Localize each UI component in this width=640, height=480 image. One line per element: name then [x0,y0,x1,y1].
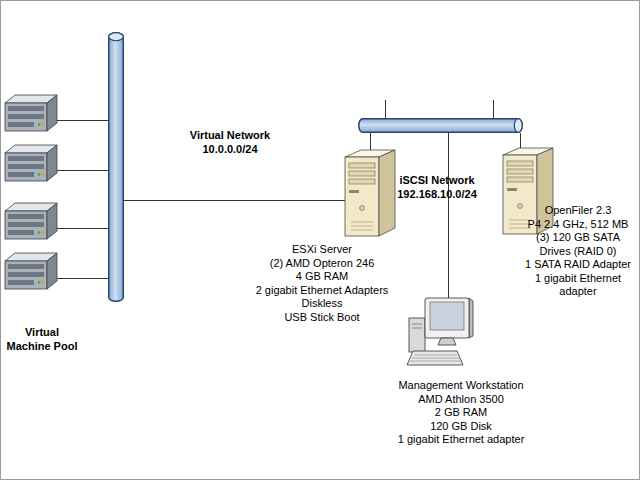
spec-line: 1 gigabit Ethernet adapter [381,433,541,447]
rack-server-icon [5,253,57,289]
rack-server-icon [5,95,57,131]
spec-line: 1 gigabit Ethernet adapter [521,272,635,299]
pipe-body [109,33,124,302]
spec-line: Management Workstation [381,379,541,393]
pipe-shape [358,118,523,133]
network-link [370,133,371,150]
server-node: ESXi Server(2) AMD Opteron 2464 GB RAM2 … [345,150,395,236]
network-bus: iSCSI Network192.168.10.0/24 [358,118,523,133]
spec-line: USB Stick Boot [242,311,402,325]
network-label: 192.168.10.0/24 [377,188,497,202]
network-stub [493,100,494,119]
tower-server-icon [345,150,395,236]
network-link [448,133,449,298]
pipe-body [359,119,523,133]
spec-line: (3) 120 GB SATA Drives (RAID 0) [521,231,635,258]
text-group: ESXi Server(2) AMD Opteron 2464 GB RAM2 … [242,243,402,324]
workstation-node: Management WorkstationAMD Athlon 35002 G… [405,298,473,368]
storage-node: OpenFiler 2.3P4 2.4 GHz, 512 MB(3) 120 G… [503,148,553,234]
vm-pool-group: Virtual Machine Pool [5,92,57,289]
spec-line: AMD Athlon 3500 [381,393,541,407]
spec-line: 2 GB RAM [381,406,541,420]
spec-line: OpenFiler 2.3 [521,204,635,218]
workstation-icon [407,298,473,365]
network-label: 10.0.0.0/24 [170,143,290,157]
network-stub [385,100,386,119]
pipe-cap [514,119,522,133]
text-group: Management WorkstationAMD Athlon 35002 G… [381,379,541,447]
rack-server-icon [5,203,57,239]
network-link [124,200,345,201]
spec-line: (2) AMD Opteron 246 [242,257,402,271]
network-link [57,120,108,121]
network-link [57,228,108,229]
text-group: iSCSI Network192.168.10.0/24 [377,174,497,201]
network-link [520,133,521,148]
network-link [57,170,108,171]
pipe-shape [108,32,124,302]
spec-line: 4 GB RAM [242,270,402,284]
text-group: Virtual Machine Pool [5,326,79,353]
pipe-cap [109,33,124,41]
text-group: OpenFiler 2.3P4 2.4 GHz, 512 MB(3) 120 G… [521,204,635,299]
text-group: Virtual Network10.0.0.0/24 [170,129,290,156]
spec-line: ESXi Server [242,243,402,257]
network-bus: Virtual Network10.0.0.0/24 [108,32,124,302]
spec-line: 120 GB Disk [381,420,541,434]
network-link [57,278,108,279]
spec-line: P4 2.4 GHz, 512 MB [521,218,635,232]
rack-server-icon [5,145,57,181]
spec-line: 2 gigabit Ethernet Adapters [242,284,402,298]
spec-line: Diskless [242,297,402,311]
spec-line: 1 SATA RAID Adapter [521,258,635,272]
network-label: iSCSI Network [377,174,497,188]
group-label: Virtual Machine Pool [5,326,79,353]
network-label: Virtual Network [170,129,290,143]
